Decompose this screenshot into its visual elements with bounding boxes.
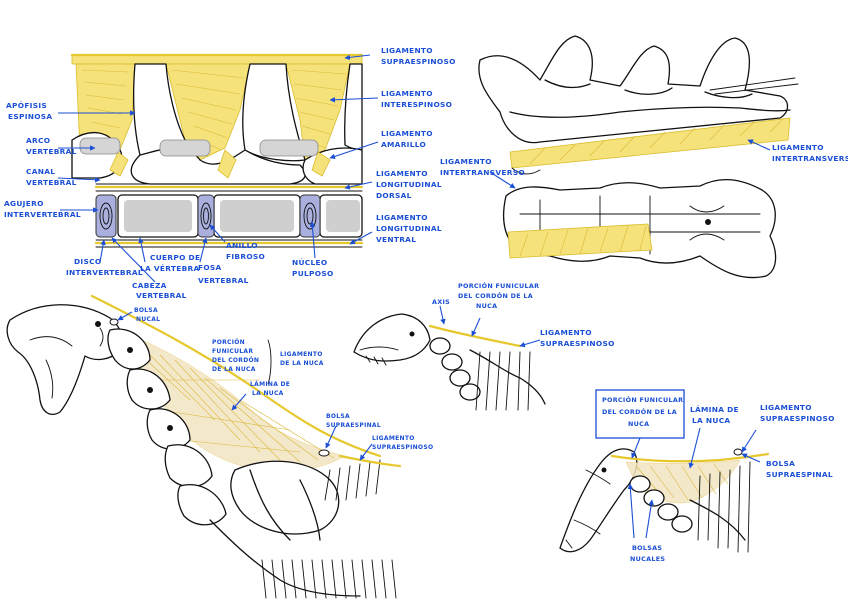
- label-bolsa-supraespinal-ruminant: BOLSA: [766, 459, 795, 468]
- label-disco-intervertebral: DISCO: [74, 257, 101, 266]
- canal-disc: [259, 139, 319, 157]
- label-ligamento-supraespinoso-ruminant: LIGAMENTO: [760, 403, 812, 412]
- supraspinous-ligament-band: [71, 54, 363, 65]
- canal-disc: [79, 137, 121, 155]
- label-lamina-nuca-ruminant: LÁMINA DE: [690, 405, 739, 414]
- label-ligamento-intertransverso-left: LIGAMENTO: [440, 157, 492, 166]
- panel-c-arrows: [117, 311, 373, 461]
- label-porcion-funicular-horse: PORCIÓN: [212, 339, 245, 346]
- supraspinous-ligament-horse: [338, 454, 402, 468]
- nuchal-bursa: [109, 318, 119, 326]
- label-cuerpo-vertebra: CUERPO DE: [150, 253, 200, 262]
- panel-lumbar-vertebrae: [478, 35, 799, 279]
- funicular-cord: [90, 294, 382, 458]
- intervertebral-disc: [95, 194, 117, 238]
- label-ligamento-longitudinal-ventral: LIGAMENTO: [376, 213, 428, 222]
- panel-e-arrows: [627, 427, 761, 539]
- intertransverse-ligament-lateral: [509, 117, 791, 169]
- intervertebral-disc: [299, 194, 321, 238]
- label-apofisis-espinosa: APÓFISIS: [6, 101, 47, 110]
- label-ligamento-intertransverso-top: LIGAMENTO: [772, 143, 824, 152]
- label-bolsas-nucales: BOLSAS: [632, 544, 662, 552]
- panel-vertebral-section: [70, 53, 364, 248]
- ligamentum-flavum: [109, 151, 129, 177]
- panel-b-arrows: [489, 139, 771, 189]
- intertransverse-ligament-dorsal: [507, 223, 653, 259]
- spinous-process: [242, 63, 306, 162]
- label-fosa-vertebral: FOSA: [198, 263, 222, 272]
- label-axis: AXIS: [432, 298, 450, 306]
- label-anillo-fibroso: ANILLO: [226, 241, 258, 250]
- label-ligamento-nuca: LIGAMENTO: [280, 351, 323, 358]
- canal-disc: [159, 139, 211, 157]
- panel-d-arrows: [439, 305, 541, 348]
- intervertebral-disc: [197, 194, 215, 238]
- label-ligamento-supraespinoso-dog: LIGAMENTO: [540, 328, 592, 337]
- supraspinal-bursa: [318, 449, 330, 457]
- label-porcion-funicular-dog: PORCIÓN FUNICULAR: [458, 281, 539, 290]
- label-lamina-nuca-horse: LÁMINA DE: [250, 381, 290, 388]
- label-ligamento-longitudinal-dorsal: LIGAMENTO: [376, 169, 428, 178]
- panel-dog-neck: [353, 313, 546, 411]
- label-porcion-funicular-ruminant: PORCIÓN FUNICULAR: [602, 395, 683, 404]
- label-ligamento-amarillo: LIGAMENTO: [381, 129, 433, 138]
- label-agujero-intervertebral: AGUJERO: [4, 199, 44, 208]
- label-canal-vertebral: CANAL: [26, 167, 55, 176]
- label-arco-vertebral: ARCO: [26, 136, 50, 145]
- supraspinal-bursa-ruminant: [733, 448, 743, 456]
- label-ligamento-supraespinoso-horse: LIGAMENTO: [372, 435, 415, 442]
- label-ligamento-interespinoso: LIGAMENTO: [381, 89, 433, 98]
- label-ligamento-supraespinoso: LIGAMENTO: [381, 46, 433, 55]
- label-bolsa-supraespinal-horse: BOLSA: [326, 413, 350, 420]
- label-bolsa-nucal: BOLSA: [134, 307, 158, 314]
- label-cabeza-vertebral: CABEZA: [132, 281, 167, 290]
- funicular-cord-dog: [428, 324, 522, 348]
- funicular-cord-ruminant: [610, 452, 770, 463]
- panel-a-arrows: [57, 54, 379, 283]
- panel-horse-neck: [6, 294, 402, 599]
- label-nucleo-pulposo: NÚCLEO: [292, 258, 327, 267]
- ligamentum-flavum: [217, 149, 237, 179]
- ligamentum-flavum: [311, 151, 331, 177]
